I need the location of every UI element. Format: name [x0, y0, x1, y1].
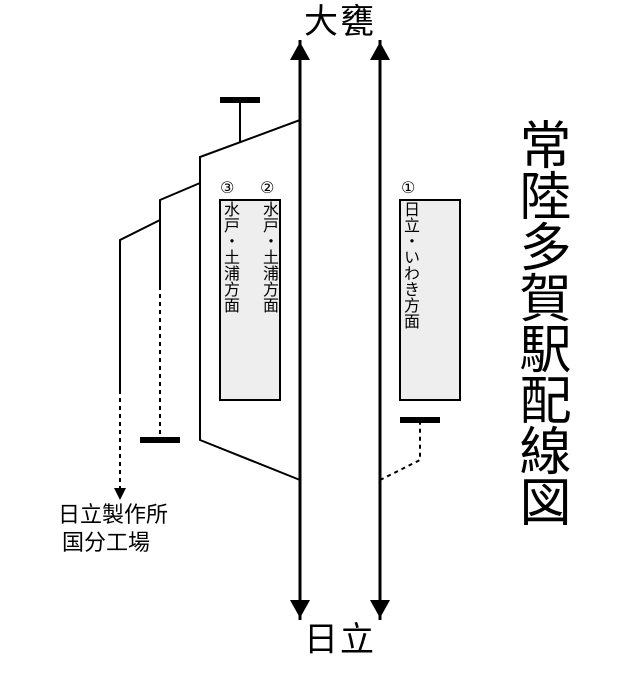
- platform-2-3: [219, 199, 281, 401]
- north-arrow-2: [290, 42, 310, 60]
- platform-1-number: ①: [401, 178, 416, 197]
- south-arrow-2: [290, 600, 310, 618]
- north-arrow-1: [370, 42, 390, 60]
- south-arrow-1: [370, 600, 390, 618]
- siding-destination-line2: 国分工場: [62, 531, 151, 556]
- platform-2-direction: 水戸・土浦方面: [260, 201, 279, 313]
- north-destination-label: 大甕: [304, 2, 376, 42]
- platform-3-number: ③: [220, 178, 235, 197]
- top-spur: [220, 97, 260, 142]
- factory-arrow: [114, 488, 126, 500]
- platform-3-direction: 水戸・土浦方面: [221, 201, 240, 313]
- track-3-loop: [199, 119, 301, 481]
- platform-1: [399, 199, 461, 401]
- right-spur: [379, 420, 421, 481]
- factory-line: [119, 219, 161, 390]
- siding-destination-line1: 日立製作所: [58, 503, 169, 528]
- main-track-2: [290, 40, 310, 620]
- platform-2-number: ②: [260, 178, 275, 197]
- main-track-1: [370, 40, 390, 620]
- diagram-title: 常陸多賀駅配線図: [510, 118, 570, 526]
- south-destination-label: 日立: [304, 620, 376, 660]
- siding-branch: [159, 182, 201, 286]
- platform-1-direction: 日立・いわき方面: [401, 201, 420, 329]
